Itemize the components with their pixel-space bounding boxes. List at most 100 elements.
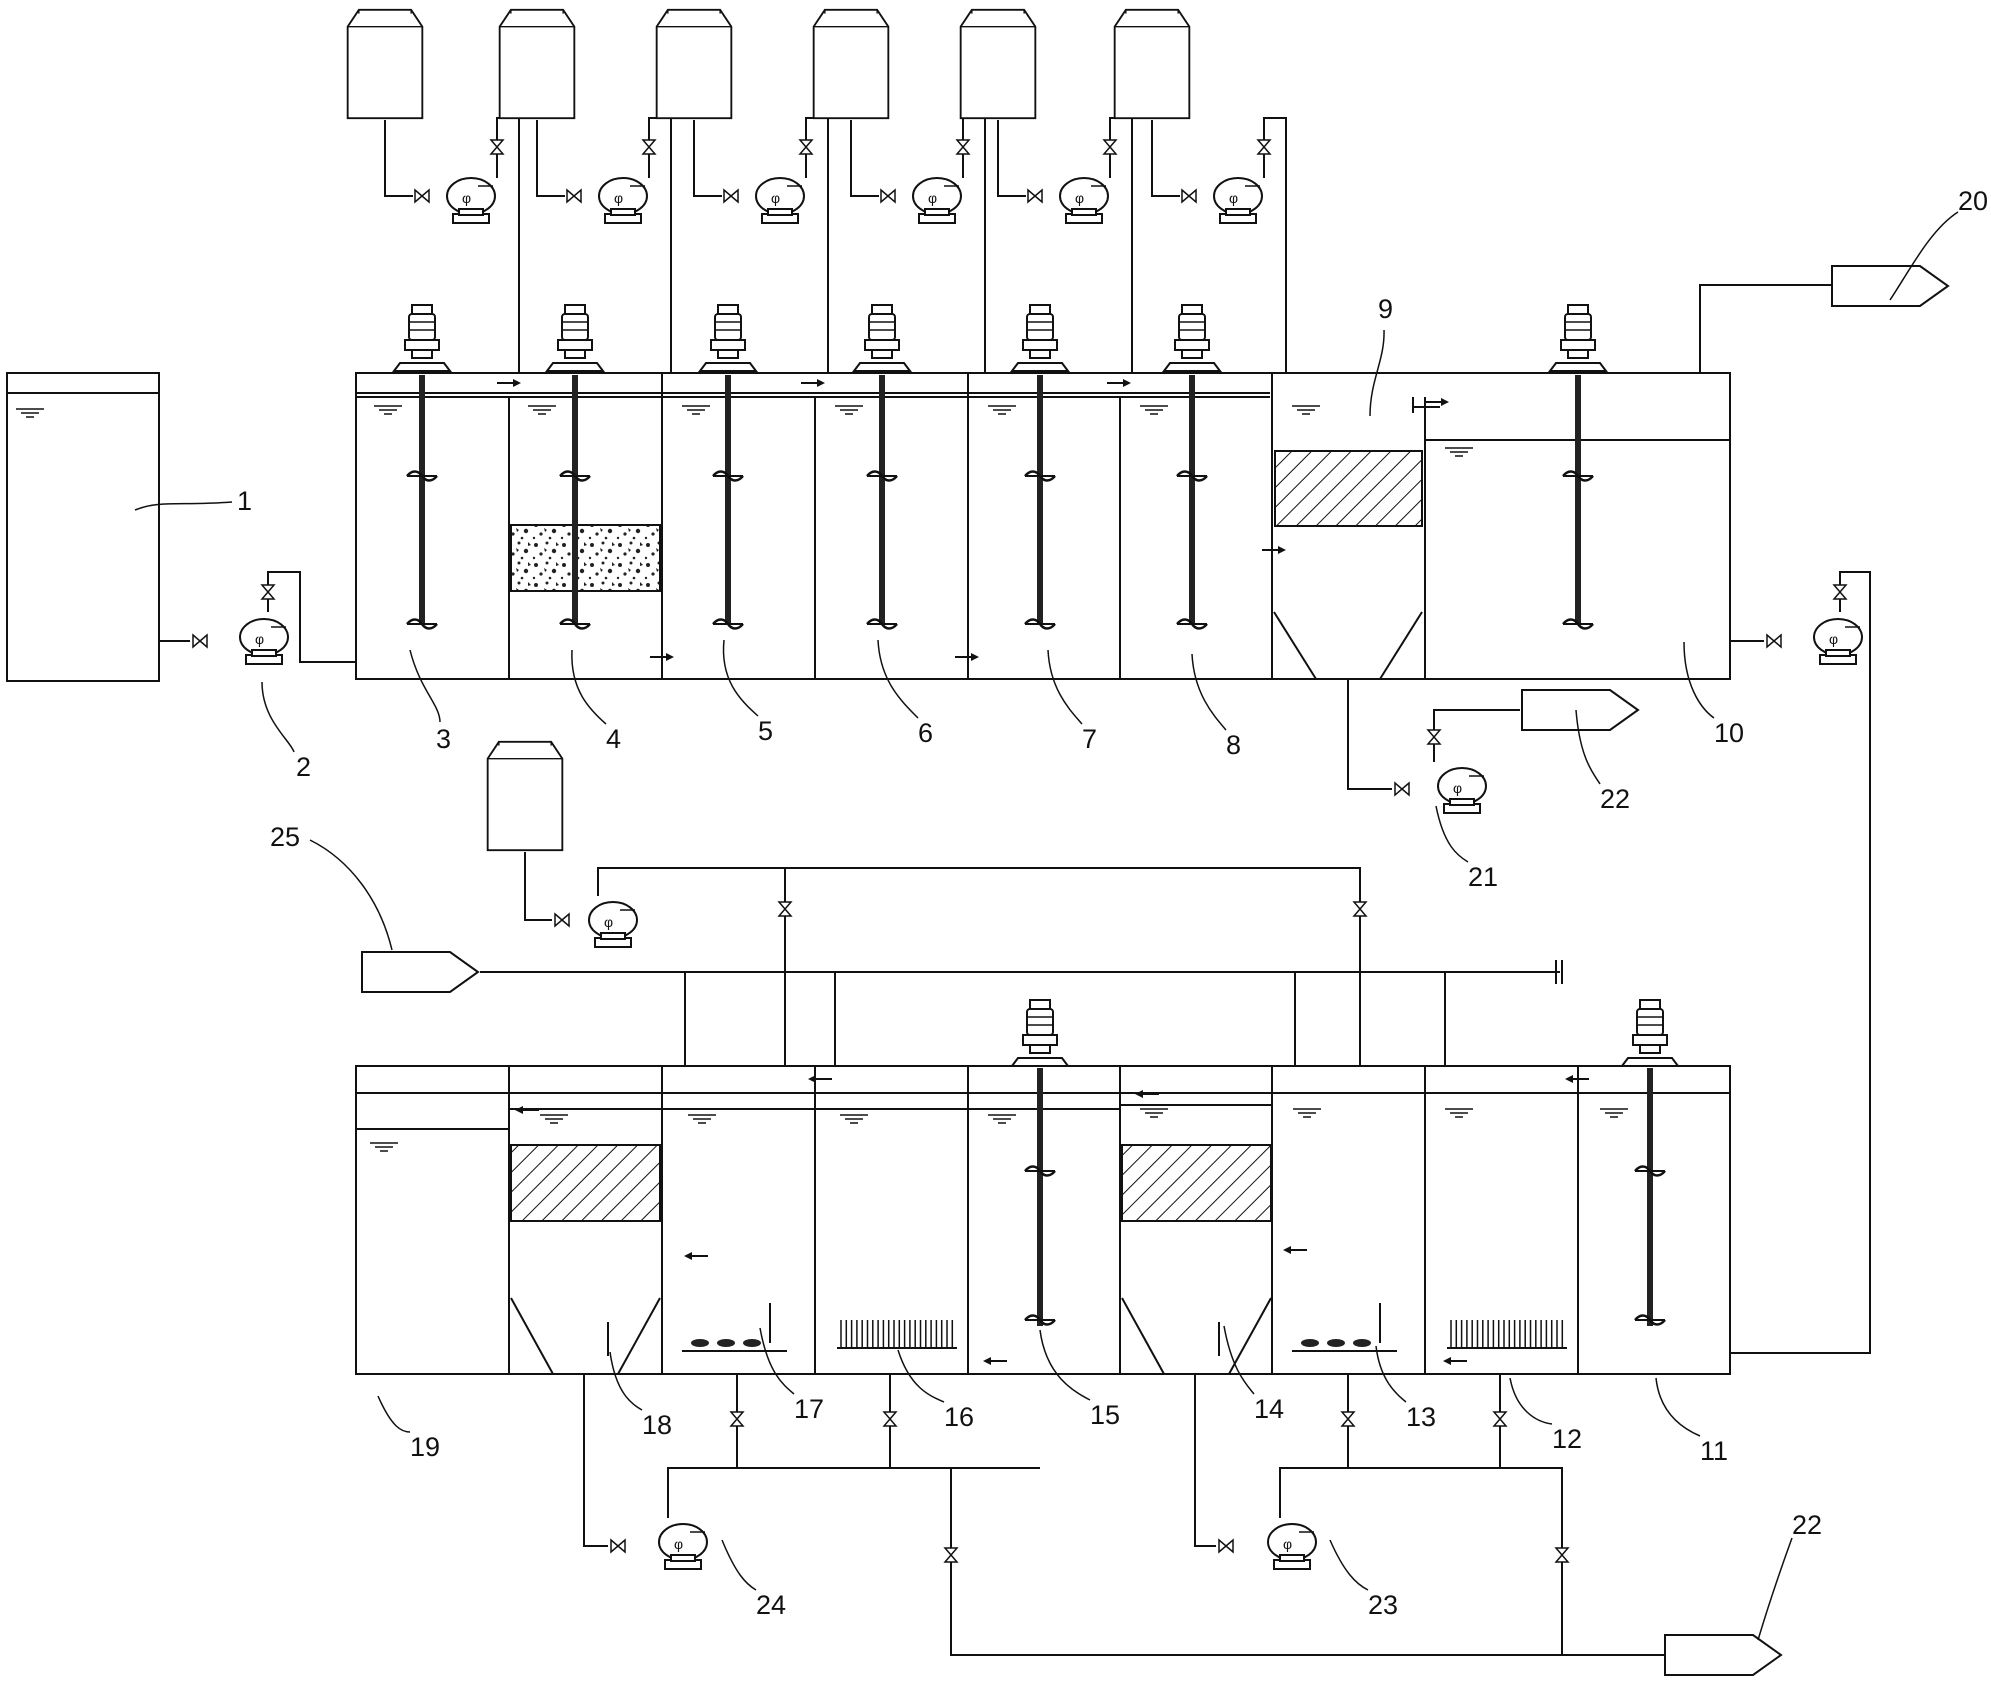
valve-icon xyxy=(730,1411,744,1427)
part-label: 6 xyxy=(918,718,933,748)
part-label: 4 xyxy=(606,724,621,754)
stirrer-motor-icon xyxy=(1011,999,1069,1067)
valve-icon xyxy=(944,1547,958,1563)
stirrer-motor-icon xyxy=(546,304,604,372)
dosing-tank-icon xyxy=(959,8,1037,120)
hopper-wall xyxy=(617,1297,661,1375)
valve-icon xyxy=(799,139,813,155)
sludge-outlet-icon xyxy=(1664,1634,1782,1676)
dosing-discharge-pipe xyxy=(1263,117,1287,373)
dosing-tank-icon xyxy=(812,8,890,120)
dosing-suction-pipe xyxy=(693,120,722,197)
valve-icon xyxy=(880,189,896,203)
dosing-discharge-pipe xyxy=(496,117,520,373)
stirrer-shaft xyxy=(725,375,731,623)
dosing-suction-pipe xyxy=(850,120,879,197)
leader-line xyxy=(721,1539,757,1591)
valve-icon xyxy=(261,584,275,600)
leader-line xyxy=(1889,211,1959,301)
valve-icon xyxy=(1257,139,1271,155)
leader-line xyxy=(1039,1329,1091,1401)
metering-pump-icon xyxy=(1059,177,1109,224)
part-label: 22 xyxy=(1792,1510,1822,1540)
part-label: 5 xyxy=(758,716,773,746)
valve-icon xyxy=(1833,584,1847,600)
leader-line xyxy=(1757,1537,1793,1641)
part-label: 2 xyxy=(296,752,311,782)
leader-line xyxy=(571,649,607,725)
part-label: 1 xyxy=(237,486,252,516)
part-label: 17 xyxy=(794,1394,824,1424)
valve-icon xyxy=(1555,1547,1569,1563)
valve-icon xyxy=(883,1411,897,1427)
leader-line xyxy=(1329,1539,1369,1591)
stirrer-motor-icon xyxy=(1621,999,1679,1067)
sludge-pipe xyxy=(583,1374,608,1547)
valve-icon xyxy=(1427,729,1441,745)
hopper-wall xyxy=(1273,611,1317,680)
stirrer-motor-icon xyxy=(1011,304,1069,372)
part-label: 21 xyxy=(1468,862,1498,892)
sludge-pipe xyxy=(1194,1374,1216,1547)
dosing-suction-pipe xyxy=(997,120,1026,197)
sludge-outlet-icon xyxy=(1521,689,1639,731)
sludge-pump-icon xyxy=(658,1523,708,1570)
leader-line xyxy=(309,839,393,951)
hopper-wall xyxy=(1121,1297,1165,1375)
sludge-pump-icon xyxy=(1437,767,1487,814)
part-label: 25 xyxy=(270,822,300,852)
part-label: 12 xyxy=(1552,1424,1582,1454)
metering-pump-icon xyxy=(446,177,496,224)
valve-icon xyxy=(1103,139,1117,155)
stirrer-shaft xyxy=(1575,375,1581,623)
valve-icon xyxy=(1493,1411,1507,1427)
part-label: 10 xyxy=(1714,718,1744,748)
stirrer-shaft xyxy=(1189,375,1195,623)
valve-icon xyxy=(1027,189,1043,203)
part-label: 8 xyxy=(1226,730,1241,760)
part-label: 18 xyxy=(642,1410,672,1440)
valve-icon xyxy=(1341,1411,1355,1427)
leader-line xyxy=(1375,1345,1407,1403)
valve-icon xyxy=(566,189,582,203)
valve-icon xyxy=(1181,189,1197,203)
feed-pump-icon xyxy=(239,618,289,665)
part-label: 20 xyxy=(1958,186,1988,216)
metering-pump-icon xyxy=(912,177,962,224)
aeration-diffuser-icon xyxy=(1301,1339,1371,1347)
leader-line xyxy=(877,639,919,719)
stirrer-motor-icon xyxy=(393,304,451,372)
valve-icon xyxy=(642,139,656,155)
leader-line xyxy=(1683,641,1715,719)
stirrer-motor-icon xyxy=(853,304,911,372)
dosing-suction-pipe xyxy=(536,120,565,197)
dosing-tank-icon xyxy=(486,740,564,852)
part-label: 16 xyxy=(944,1402,974,1432)
part-label: 19 xyxy=(410,1432,440,1462)
part-label: 24 xyxy=(756,1590,786,1620)
dosing-suction-pipe xyxy=(524,852,552,921)
stirrer-shaft xyxy=(419,375,425,623)
valve-icon xyxy=(192,634,208,648)
leader-line xyxy=(134,501,233,511)
sludge-pipe xyxy=(1433,709,1520,762)
part-label: 13 xyxy=(1406,1402,1436,1432)
leader-line xyxy=(1369,329,1385,417)
process-equipment xyxy=(6,8,1949,1676)
valve-icon xyxy=(1766,634,1782,648)
drain-header-pipe xyxy=(950,1468,1665,1656)
part-label: 14 xyxy=(1254,1394,1284,1424)
transfer-pump-icon xyxy=(1813,618,1863,665)
vent-pipe xyxy=(1699,284,1840,373)
leader-line xyxy=(409,649,441,723)
part-label: 23 xyxy=(1368,1590,1398,1620)
leader-line xyxy=(377,1395,411,1433)
dosing-tank-icon xyxy=(1113,8,1191,120)
valve-icon xyxy=(956,139,970,155)
aeration-diffuser-icon xyxy=(691,1339,761,1347)
leader-line xyxy=(1435,805,1469,863)
stirrer-shaft xyxy=(572,375,578,623)
leader-line xyxy=(609,1351,643,1411)
valve-icon xyxy=(414,189,430,203)
valve-icon xyxy=(1394,782,1410,796)
